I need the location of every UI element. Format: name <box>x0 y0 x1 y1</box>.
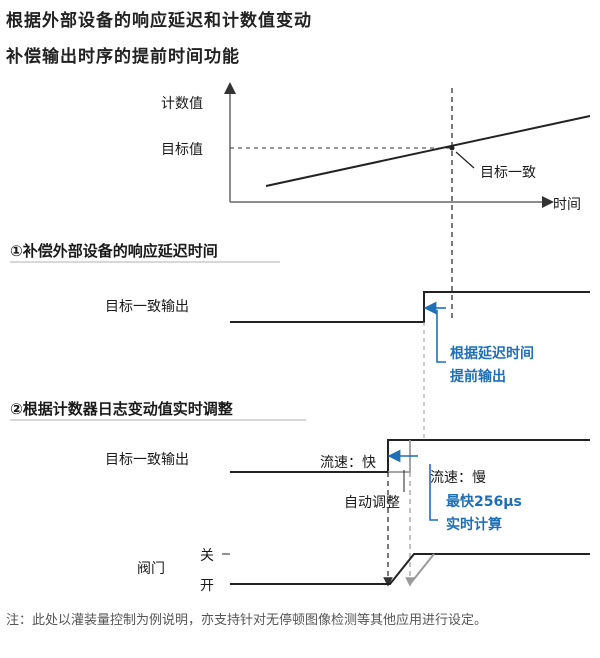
title-line-1: 根据外部设备的响应延迟和计数值变动 <box>6 11 312 31</box>
flow-slow-label: 流速：慢 <box>430 470 486 486</box>
valve-signal-fast <box>230 553 590 585</box>
valve-close-label: 关 <box>200 548 214 564</box>
match-label: 目标一致 <box>480 165 536 181</box>
match-point <box>449 145 455 151</box>
flow-fast-label: 流速：快 <box>320 455 376 471</box>
target-value-label: 目标值 <box>161 142 203 158</box>
fast-calc-line1: 最快256μs <box>446 494 522 510</box>
section1-signal <box>230 291 590 323</box>
valve-open-label: 开 <box>200 578 214 594</box>
auto-adjust-label: 自动调整 <box>344 495 400 511</box>
section1-signal-label: 目标一致输出 <box>105 299 189 315</box>
section2-signal-label: 目标一致输出 <box>105 452 189 468</box>
count-axis-label: 计数值 <box>161 96 203 112</box>
match-pointer <box>455 151 475 169</box>
section1-note-line1: 根据延迟时间 <box>450 346 534 362</box>
section1-note-bracket <box>436 310 446 363</box>
valve-label: 阀门 <box>137 561 165 577</box>
section2-heading: ②根据计数器日志变动值实时调整 <box>10 400 233 418</box>
valve-signal-slow <box>409 553 435 585</box>
footer-note: 注：此处以灌装量控制为例说明，亦支持针对无停顿图像检测等其他应用进行设定。 <box>6 613 488 628</box>
section1-heading: ①补偿外部设备的响应延迟时间 <box>10 242 218 260</box>
count-line <box>265 115 591 187</box>
fast-calc-line2: 实时计算 <box>446 517 502 533</box>
title-line-2: 补偿输出时序的提前时间功能 <box>6 47 240 67</box>
section2-note-bracket <box>429 464 438 521</box>
section1-note-line2: 提前输出 <box>450 369 506 385</box>
time-axis-label: 时间 <box>553 197 581 213</box>
